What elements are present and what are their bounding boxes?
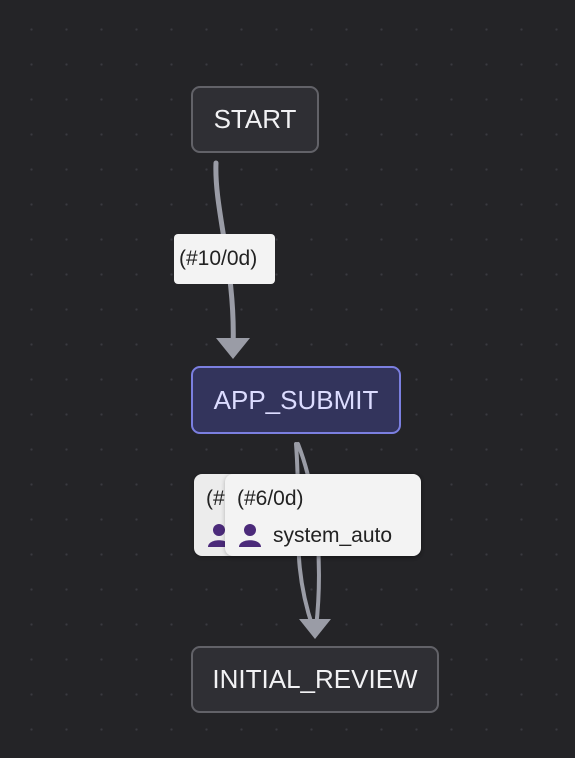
edge-label-text: (#10/0d) [179,247,258,270]
node-initial-review-label: INITIAL_REVIEW [212,664,418,694]
node-start[interactable]: START [191,86,319,153]
edge-label-a-count: (# [206,487,225,510]
edge-label-start-to-app-submit[interactable]: (#10/0d) [174,234,275,284]
edge-label-app-submit-to-initial-review-b[interactable]: (#6/0d) system_auto [225,474,421,556]
edge-arrowhead-app-submit [216,338,250,359]
node-app-submit-label: APP_SUBMIT [213,384,379,415]
edge-label-b-user: system_auto [273,523,393,547]
node-start-label: START [213,104,297,134]
edge-label-b-count: (#6/0d) [237,487,304,510]
user-icon [208,524,230,547]
node-app-submit[interactable]: APP_SUBMIT [191,366,401,434]
user-icon [239,524,261,547]
edge-arrowhead-initial-review [299,619,331,639]
node-initial-review[interactable]: INITIAL_REVIEW [191,646,439,713]
